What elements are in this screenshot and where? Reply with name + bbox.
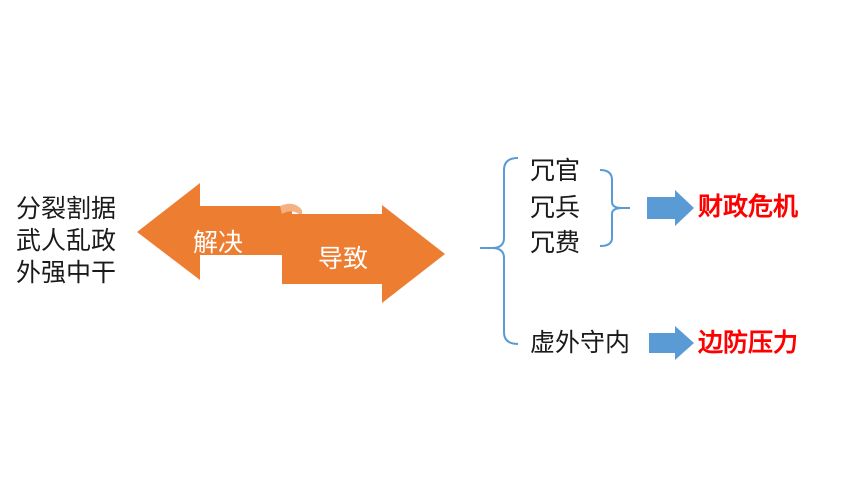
arrow-to-fiscal	[647, 190, 694, 226]
problem-item: 分裂割据	[16, 194, 117, 223]
redundancy-item: 冗费	[530, 228, 581, 257]
right-arrow	[282, 205, 445, 303]
consequence-border: 边防压力	[698, 328, 799, 357]
problem-item: 外强中干	[16, 258, 117, 287]
redundancy-item: 冗官	[530, 156, 581, 185]
redundancy-item: 冗兵	[530, 193, 581, 222]
consequence-fiscal: 财政危机	[698, 192, 799, 221]
arrow-to-border	[649, 326, 694, 360]
small-bracket	[599, 169, 630, 247]
right-arrow-label: 导致	[318, 244, 369, 273]
large-bracket	[480, 157, 519, 345]
left-arrow-label: 解决	[193, 228, 244, 257]
defense-policy: 虚外守内	[530, 328, 631, 357]
left-arrow	[137, 183, 292, 280]
problem-item: 武人乱政	[16, 226, 117, 255]
scroll-fold	[280, 203, 302, 216]
